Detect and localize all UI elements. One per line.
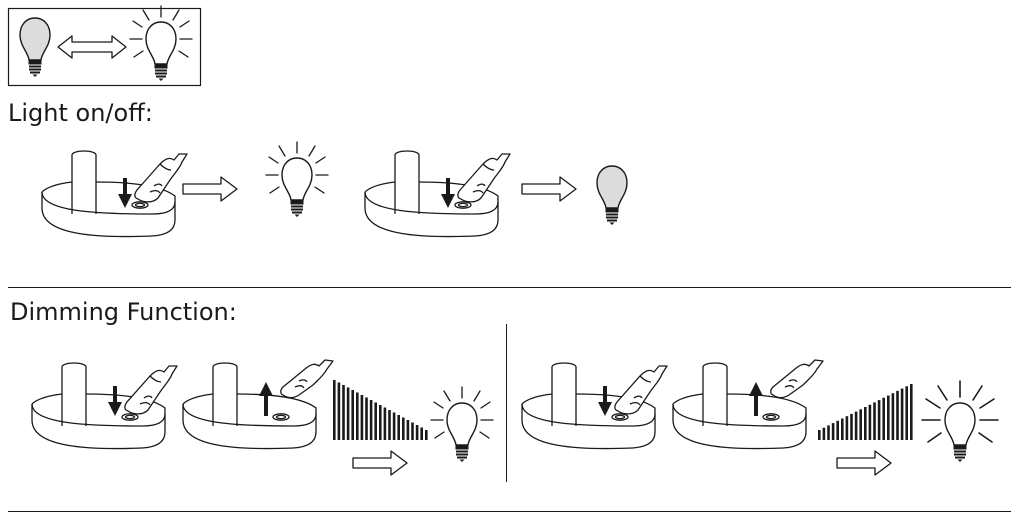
bar-mark (425, 430, 428, 440)
bar-mark (859, 409, 862, 440)
legend-frame (7, 7, 202, 87)
bar-mark (891, 393, 895, 440)
bar-mark (411, 422, 414, 440)
bar-mark (406, 420, 410, 440)
finger-press-icon (614, 365, 668, 415)
brighten-step-press (521, 362, 668, 450)
arrow-right-icon (182, 176, 238, 202)
dim-step-release (182, 359, 334, 450)
bar-mark (910, 384, 913, 440)
arrow-down-icon (598, 386, 612, 416)
bar-mark (369, 400, 373, 440)
bar-mark (822, 427, 826, 440)
dim-step-press (31, 362, 178, 450)
double-arrow-icon (57, 35, 127, 59)
bar-mark (392, 412, 396, 440)
arrow-right-icon (836, 450, 892, 476)
finger-press-icon (124, 365, 178, 415)
section-title-dimming-function: Dimming Function: (10, 298, 237, 326)
bar-mark (346, 387, 350, 440)
bar-mark (877, 400, 881, 440)
bar-mark (905, 386, 908, 440)
finger-release-icon (280, 359, 334, 399)
bar-mark (841, 418, 844, 440)
bar-mark (882, 397, 885, 440)
bulb-off-icon (596, 165, 628, 226)
bar-mark (868, 404, 872, 440)
arrow-up-icon (259, 382, 273, 416)
increasing-bars-icon (818, 384, 913, 440)
bar-mark (365, 397, 368, 440)
bar-mark (337, 382, 341, 440)
bar-mark (402, 417, 405, 440)
bar-mark (415, 425, 419, 440)
bar-mark (873, 402, 876, 440)
bulb-off-icon (19, 17, 51, 78)
finger-press-icon (457, 153, 511, 203)
arrow-up-icon (749, 382, 763, 416)
bar-mark (900, 388, 904, 440)
bar-mark (818, 430, 821, 440)
bar-mark (836, 420, 839, 440)
arrow-right-icon (352, 450, 408, 476)
arrow-down-icon (108, 386, 122, 416)
bar-mark (827, 425, 830, 440)
bar-mark (333, 380, 336, 440)
arrow-right-icon (521, 176, 577, 202)
bar-mark (854, 411, 858, 440)
bar-mark (356, 392, 359, 440)
bar-mark (383, 407, 387, 440)
bar-mark (379, 405, 382, 440)
on-off-step-2 (364, 150, 511, 238)
bar-mark (374, 402, 377, 440)
bar-mark (845, 416, 849, 440)
section-title-light-on-off: Light on/off: (8, 99, 153, 127)
bar-mark (850, 413, 853, 440)
bar-mark (864, 407, 867, 440)
bar-mark (887, 395, 890, 440)
bulb-dim-icon (430, 386, 494, 463)
bar-mark (342, 385, 345, 440)
bar-mark (397, 415, 400, 440)
decreasing-bars-icon (333, 380, 428, 440)
bar-mark (360, 395, 364, 440)
finger-press-icon (134, 153, 188, 203)
bar-mark (388, 410, 391, 440)
on-off-step-1 (41, 150, 188, 238)
bulb-on-icon (129, 5, 193, 82)
bar-mark (896, 390, 899, 440)
legend-box (7, 5, 202, 87)
brighten-step-release (672, 359, 824, 450)
bulb-bright-icon (921, 380, 999, 463)
bulb-on-icon (265, 141, 329, 218)
bar-mark (420, 427, 423, 440)
bar-mark (831, 423, 835, 440)
bar-mark (351, 390, 354, 440)
finger-release-icon (770, 359, 824, 399)
